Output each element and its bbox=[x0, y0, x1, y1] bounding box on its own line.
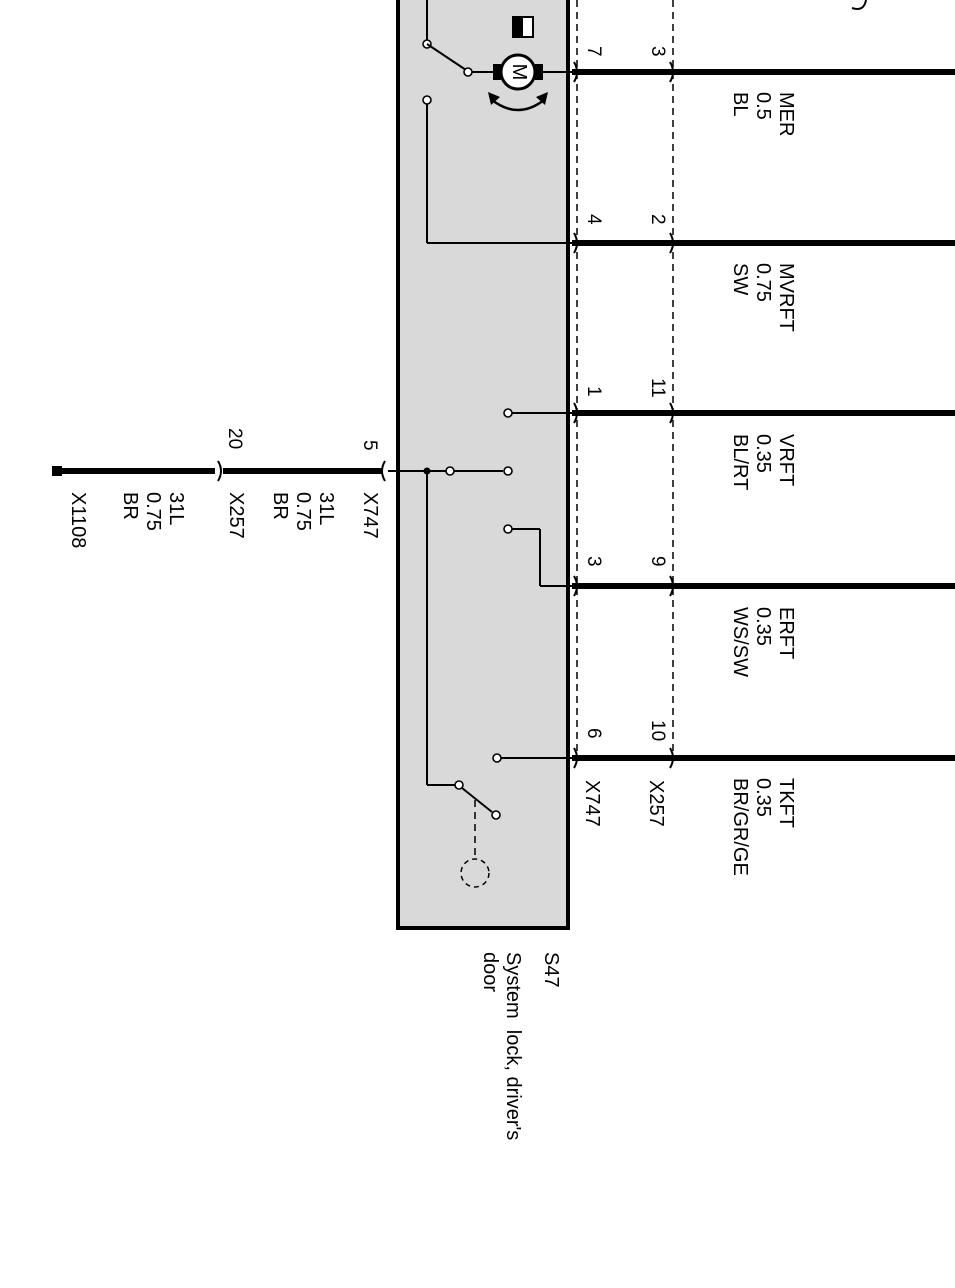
svg-text:X747: X747 bbox=[359, 492, 381, 539]
svg-text:BR: BR bbox=[119, 492, 141, 520]
component-description-line1: System lock, driver's bbox=[502, 952, 524, 1140]
pin-x257-mvrft: 2 bbox=[647, 214, 668, 225]
svg-text:SW: SW bbox=[729, 263, 751, 295]
svg-text:MVRFT: MVRFT bbox=[775, 263, 797, 332]
motor-icon: M bbox=[488, 53, 548, 112]
ground-end-label: X1108 bbox=[67, 492, 89, 548]
pin-x747-mvrft: 4 bbox=[583, 214, 604, 225]
pin-x257-tkft: 10 bbox=[647, 720, 668, 741]
svg-text:0.75: 0.75 bbox=[292, 492, 314, 531]
wire-label-tkft: TKFT 0.35 BR/GR/GE bbox=[729, 778, 797, 876]
svg-text:0.35: 0.35 bbox=[752, 434, 774, 473]
wire-label-mvrft: MVRFT 0.75 SW bbox=[729, 263, 797, 332]
partial-symbol-top bbox=[851, 0, 867, 10]
lock-status-icon bbox=[512, 16, 534, 38]
connector-x257-label: X257 bbox=[645, 780, 667, 827]
svg-text:31L: 31L bbox=[315, 492, 337, 525]
wire-label-erft: ERFT 0.35 WS/SW bbox=[729, 607, 797, 677]
svg-text:BL/RT: BL/RT bbox=[729, 434, 751, 490]
svg-text:ERFT: ERFT bbox=[775, 607, 797, 659]
ground-seg2-label: X257 31L 0.75 BR bbox=[119, 492, 247, 539]
pin-x257-vrft: 11 bbox=[647, 378, 668, 398]
internal-circuit bbox=[388, 0, 572, 888]
ground-seg1-label: X747 31L 0.75 BR bbox=[269, 492, 381, 539]
pin-x257-ground: 20 bbox=[224, 428, 245, 449]
svg-text:MER: MER bbox=[775, 92, 797, 136]
svg-text:VRFT: VRFT bbox=[775, 434, 797, 486]
motor-label: M bbox=[508, 64, 530, 81]
svg-text:0.35: 0.35 bbox=[752, 607, 774, 646]
door-key-actuator bbox=[460, 858, 490, 888]
svg-text:0.35: 0.35 bbox=[752, 778, 774, 817]
svg-text:BL: BL bbox=[729, 92, 751, 116]
pin-x257-erft: 9 bbox=[647, 556, 668, 567]
svg-text:BR/GR/GE: BR/GR/GE bbox=[729, 778, 751, 876]
connector-pins bbox=[573, 61, 674, 769]
module-s47-housing bbox=[396, 0, 570, 930]
pin-x257-mer: 3 bbox=[647, 46, 668, 57]
connector-x747-label: X747 bbox=[581, 780, 603, 827]
pin-x747-tkft: 6 bbox=[583, 728, 604, 739]
pin-x747-vrft: 1 bbox=[583, 386, 604, 397]
ground-wire bbox=[52, 460, 386, 482]
svg-text:X257: X257 bbox=[225, 492, 247, 539]
svg-text:BR: BR bbox=[269, 492, 291, 520]
pin-x747-erft: 3 bbox=[583, 556, 604, 567]
component-description-line2: door bbox=[479, 952, 501, 992]
component-id: S47 bbox=[540, 952, 562, 988]
svg-text:WS/SW: WS/SW bbox=[729, 607, 751, 677]
svg-text:0.75: 0.75 bbox=[752, 263, 774, 302]
wire-label-vrft: VRFT 0.35 BL/RT bbox=[729, 434, 797, 490]
wire-label-mer: MER 0.5 BL bbox=[729, 92, 797, 136]
pin-x747-ground: 5 bbox=[359, 440, 380, 451]
pin-x747-mer: 7 bbox=[583, 46, 604, 57]
harness-wires bbox=[572, 69, 955, 761]
svg-text:31L: 31L bbox=[165, 492, 187, 525]
svg-text:TKFT: TKFT bbox=[775, 778, 797, 828]
svg-text:0.5: 0.5 bbox=[752, 92, 774, 120]
svg-text:0.75: 0.75 bbox=[142, 492, 164, 531]
